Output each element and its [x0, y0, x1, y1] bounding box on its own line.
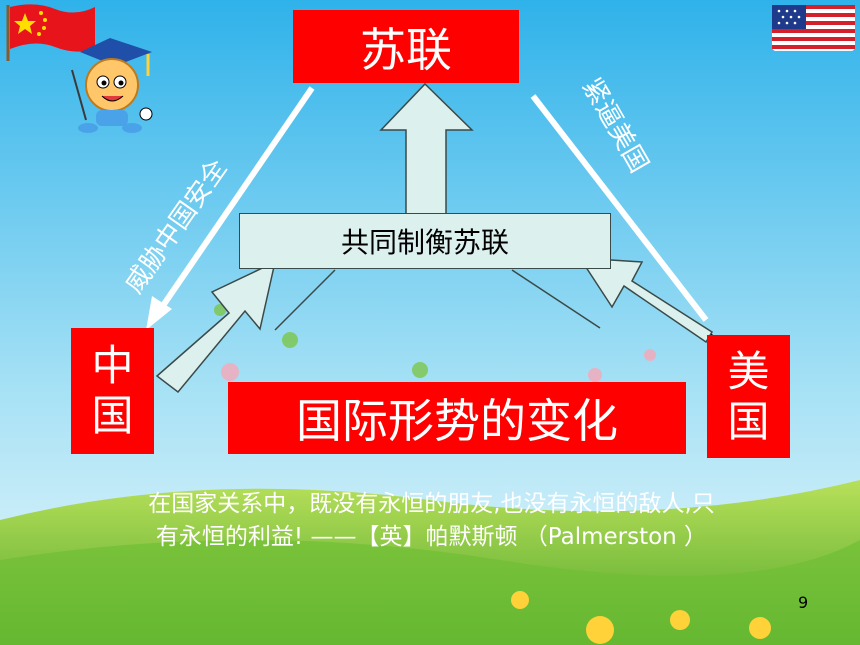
palmerston-quote: 在国家关系中，既没有永恒的朋友,也没有永恒的敌人,只 有永恒的利益! ——【英】…	[14, 488, 849, 554]
counter-soviet-box: 共同制衡苏联	[239, 213, 611, 269]
mascot-graduate-icon	[71, 38, 153, 133]
soviet-union-box: 苏联	[293, 10, 519, 83]
usa-label-1: 美	[727, 346, 770, 396]
quote-line-2: 有永恒的利益! ——【英】帕默斯顿 （Palmerston ）	[155, 524, 708, 550]
left-arrow-line	[157, 86, 315, 312]
china-label-2: 国	[91, 391, 134, 440]
counter-soviet-label: 共同制衡苏联	[340, 226, 509, 259]
up-arrow	[379, 82, 474, 216]
china-flag-icon	[6, 4, 95, 61]
usa-flag-icon	[772, 5, 855, 51]
international-situation-box: 国际形势的变化	[228, 382, 686, 454]
page-number: 9	[798, 593, 809, 612]
quote-line-1: 在国家关系中，既没有永恒的朋友,也没有永恒的敌人,只	[148, 491, 715, 517]
left-arrowhead	[146, 296, 172, 330]
right-arrow-line	[530, 94, 709, 322]
china-label-1: 中	[91, 341, 134, 390]
right-diagonal-arrow	[578, 257, 714, 344]
usa-label-2: 国	[727, 396, 770, 446]
soviet-union-label: 苏联	[360, 22, 452, 77]
usa-box: 美 国	[707, 335, 790, 458]
decorative-flowers	[511, 591, 771, 644]
international-situation-label: 国际形势的变化	[296, 394, 618, 448]
left-diagonal-arrow	[155, 260, 277, 394]
china-box: 中 国	[71, 328, 154, 454]
